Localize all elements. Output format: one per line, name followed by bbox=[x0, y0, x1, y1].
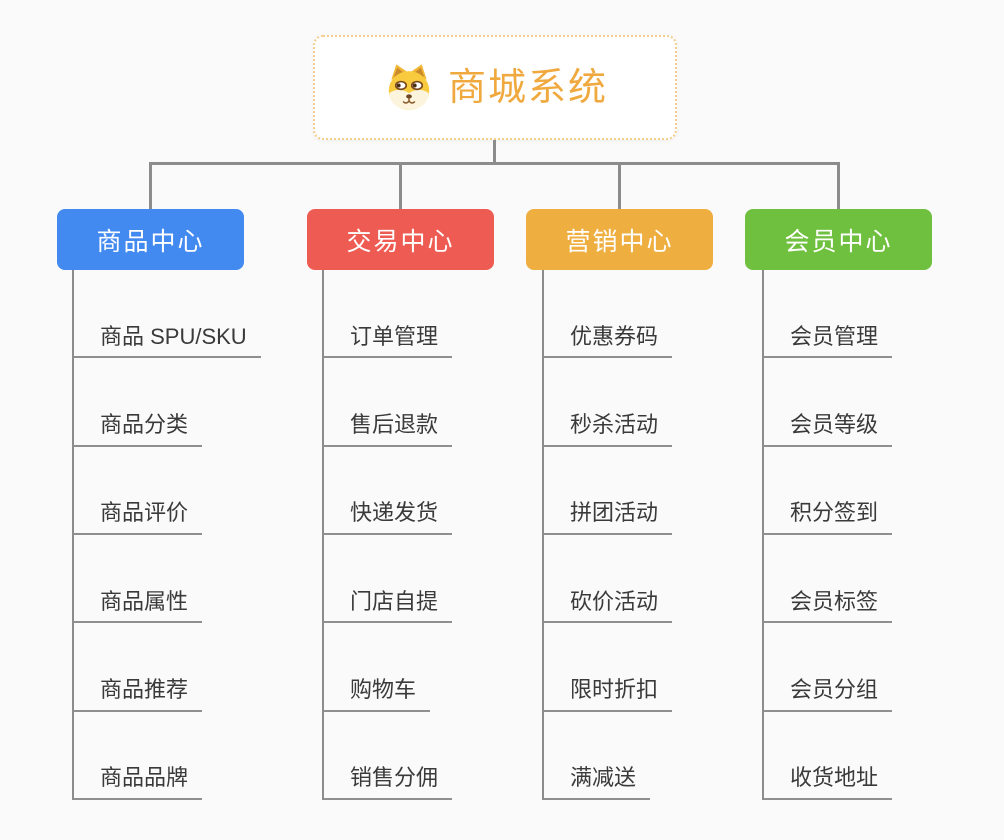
connector-drop-member bbox=[837, 164, 840, 210]
child-label: 收货地址 bbox=[764, 764, 893, 800]
branch-children-marketing: 优惠券码 秒杀活动 拼团活动 砍价活动 限时折扣 满减送 bbox=[542, 270, 757, 800]
root-node[interactable]: 商城系统 bbox=[313, 35, 677, 140]
branch-node-member-center[interactable]: 会员中心 bbox=[745, 209, 932, 270]
connector-drop-marketing bbox=[618, 164, 621, 210]
child-node-flash-sale[interactable]: 秒杀活动 bbox=[544, 358, 757, 447]
child-label: 优惠券码 bbox=[544, 323, 673, 359]
child-label: 商品分类 bbox=[74, 411, 203, 447]
child-node-member-level[interactable]: 会员等级 bbox=[764, 358, 977, 447]
branch-label: 交易中心 bbox=[346, 227, 455, 256]
child-label: 订单管理 bbox=[324, 323, 453, 359]
child-label: 拼团活动 bbox=[544, 499, 673, 535]
child-node-coupon-code[interactable]: 优惠券码 bbox=[544, 270, 757, 359]
branch-label: 商品中心 bbox=[96, 227, 205, 256]
shiba-dog-icon bbox=[382, 61, 436, 115]
child-label: 会员管理 bbox=[764, 323, 893, 359]
child-label: 商品评价 bbox=[74, 499, 203, 535]
child-node-sales-commission[interactable]: 销售分佣 bbox=[324, 712, 537, 800]
connector-drop-trade bbox=[399, 164, 402, 210]
child-node-shipping-address[interactable]: 收货地址 bbox=[764, 712, 977, 800]
connector-root-drop bbox=[493, 140, 496, 164]
child-label: 秒杀活动 bbox=[544, 411, 673, 447]
child-label: 限时折扣 bbox=[544, 676, 673, 712]
child-node-store-pickup[interactable]: 门店自提 bbox=[324, 535, 537, 624]
connector-drop-product bbox=[149, 164, 152, 210]
child-node-full-reduction[interactable]: 满减送 bbox=[544, 712, 757, 800]
child-label: 商品推荐 bbox=[74, 676, 203, 712]
child-label: 砍价活动 bbox=[544, 588, 673, 624]
child-node-group-buy[interactable]: 拼团活动 bbox=[544, 447, 757, 535]
child-label: 快递发货 bbox=[324, 499, 453, 535]
connector-horizontal-bar bbox=[149, 162, 840, 165]
child-label: 销售分佣 bbox=[324, 764, 453, 800]
branch-label: 会员中心 bbox=[784, 227, 893, 256]
child-label: 购物车 bbox=[324, 676, 431, 712]
child-node-product-brand[interactable]: 商品品牌 bbox=[74, 712, 287, 800]
child-node-express-delivery[interactable]: 快递发货 bbox=[324, 447, 537, 535]
child-label: 商品 SPU/SKU bbox=[74, 323, 261, 359]
branch-node-product-center[interactable]: 商品中心 bbox=[57, 209, 244, 270]
child-label: 满减送 bbox=[544, 764, 651, 800]
child-label: 门店自提 bbox=[324, 588, 453, 624]
branch-label: 营销中心 bbox=[565, 227, 674, 256]
child-label: 商品属性 bbox=[74, 588, 203, 624]
branch-children-trade: 订单管理 售后退款 快递发货 门店自提 购物车 销售分佣 bbox=[322, 270, 537, 800]
child-node-member-management[interactable]: 会员管理 bbox=[764, 270, 977, 359]
child-node-product-category[interactable]: 商品分类 bbox=[74, 358, 287, 447]
child-node-product-spu-sku[interactable]: 商品 SPU/SKU bbox=[74, 270, 287, 359]
child-node-member-tag[interactable]: 会员标签 bbox=[764, 535, 977, 624]
child-node-points-checkin[interactable]: 积分签到 bbox=[764, 447, 977, 535]
child-node-member-group[interactable]: 会员分组 bbox=[764, 623, 977, 712]
root-title: 商城系统 bbox=[447, 66, 608, 109]
branch-children-product: 商品 SPU/SKU 商品分类 商品评价 商品属性 商品推荐 商品品牌 bbox=[72, 270, 287, 800]
child-label: 商品品牌 bbox=[74, 764, 203, 800]
child-node-product-review[interactable]: 商品评价 bbox=[74, 447, 287, 535]
branch-children-member: 会员管理 会员等级 积分签到 会员标签 会员分组 收货地址 bbox=[762, 270, 977, 800]
child-node-aftersale-refund[interactable]: 售后退款 bbox=[324, 358, 537, 447]
child-node-shopping-cart[interactable]: 购物车 bbox=[324, 623, 537, 712]
child-node-limited-time-discount[interactable]: 限时折扣 bbox=[544, 623, 757, 712]
child-label: 会员分组 bbox=[764, 676, 893, 712]
branch-node-trade-center[interactable]: 交易中心 bbox=[307, 209, 494, 270]
child-label: 会员标签 bbox=[764, 588, 893, 624]
branch-node-marketing-center[interactable]: 营销中心 bbox=[526, 209, 713, 270]
child-label: 会员等级 bbox=[764, 411, 893, 447]
child-node-product-attribute[interactable]: 商品属性 bbox=[74, 535, 287, 624]
child-node-product-recommend[interactable]: 商品推荐 bbox=[74, 623, 287, 712]
child-node-order-management[interactable]: 订单管理 bbox=[324, 270, 537, 359]
child-label: 积分签到 bbox=[764, 499, 893, 535]
child-node-bargain-activity[interactable]: 砍价活动 bbox=[544, 535, 757, 624]
child-label: 售后退款 bbox=[324, 411, 453, 447]
